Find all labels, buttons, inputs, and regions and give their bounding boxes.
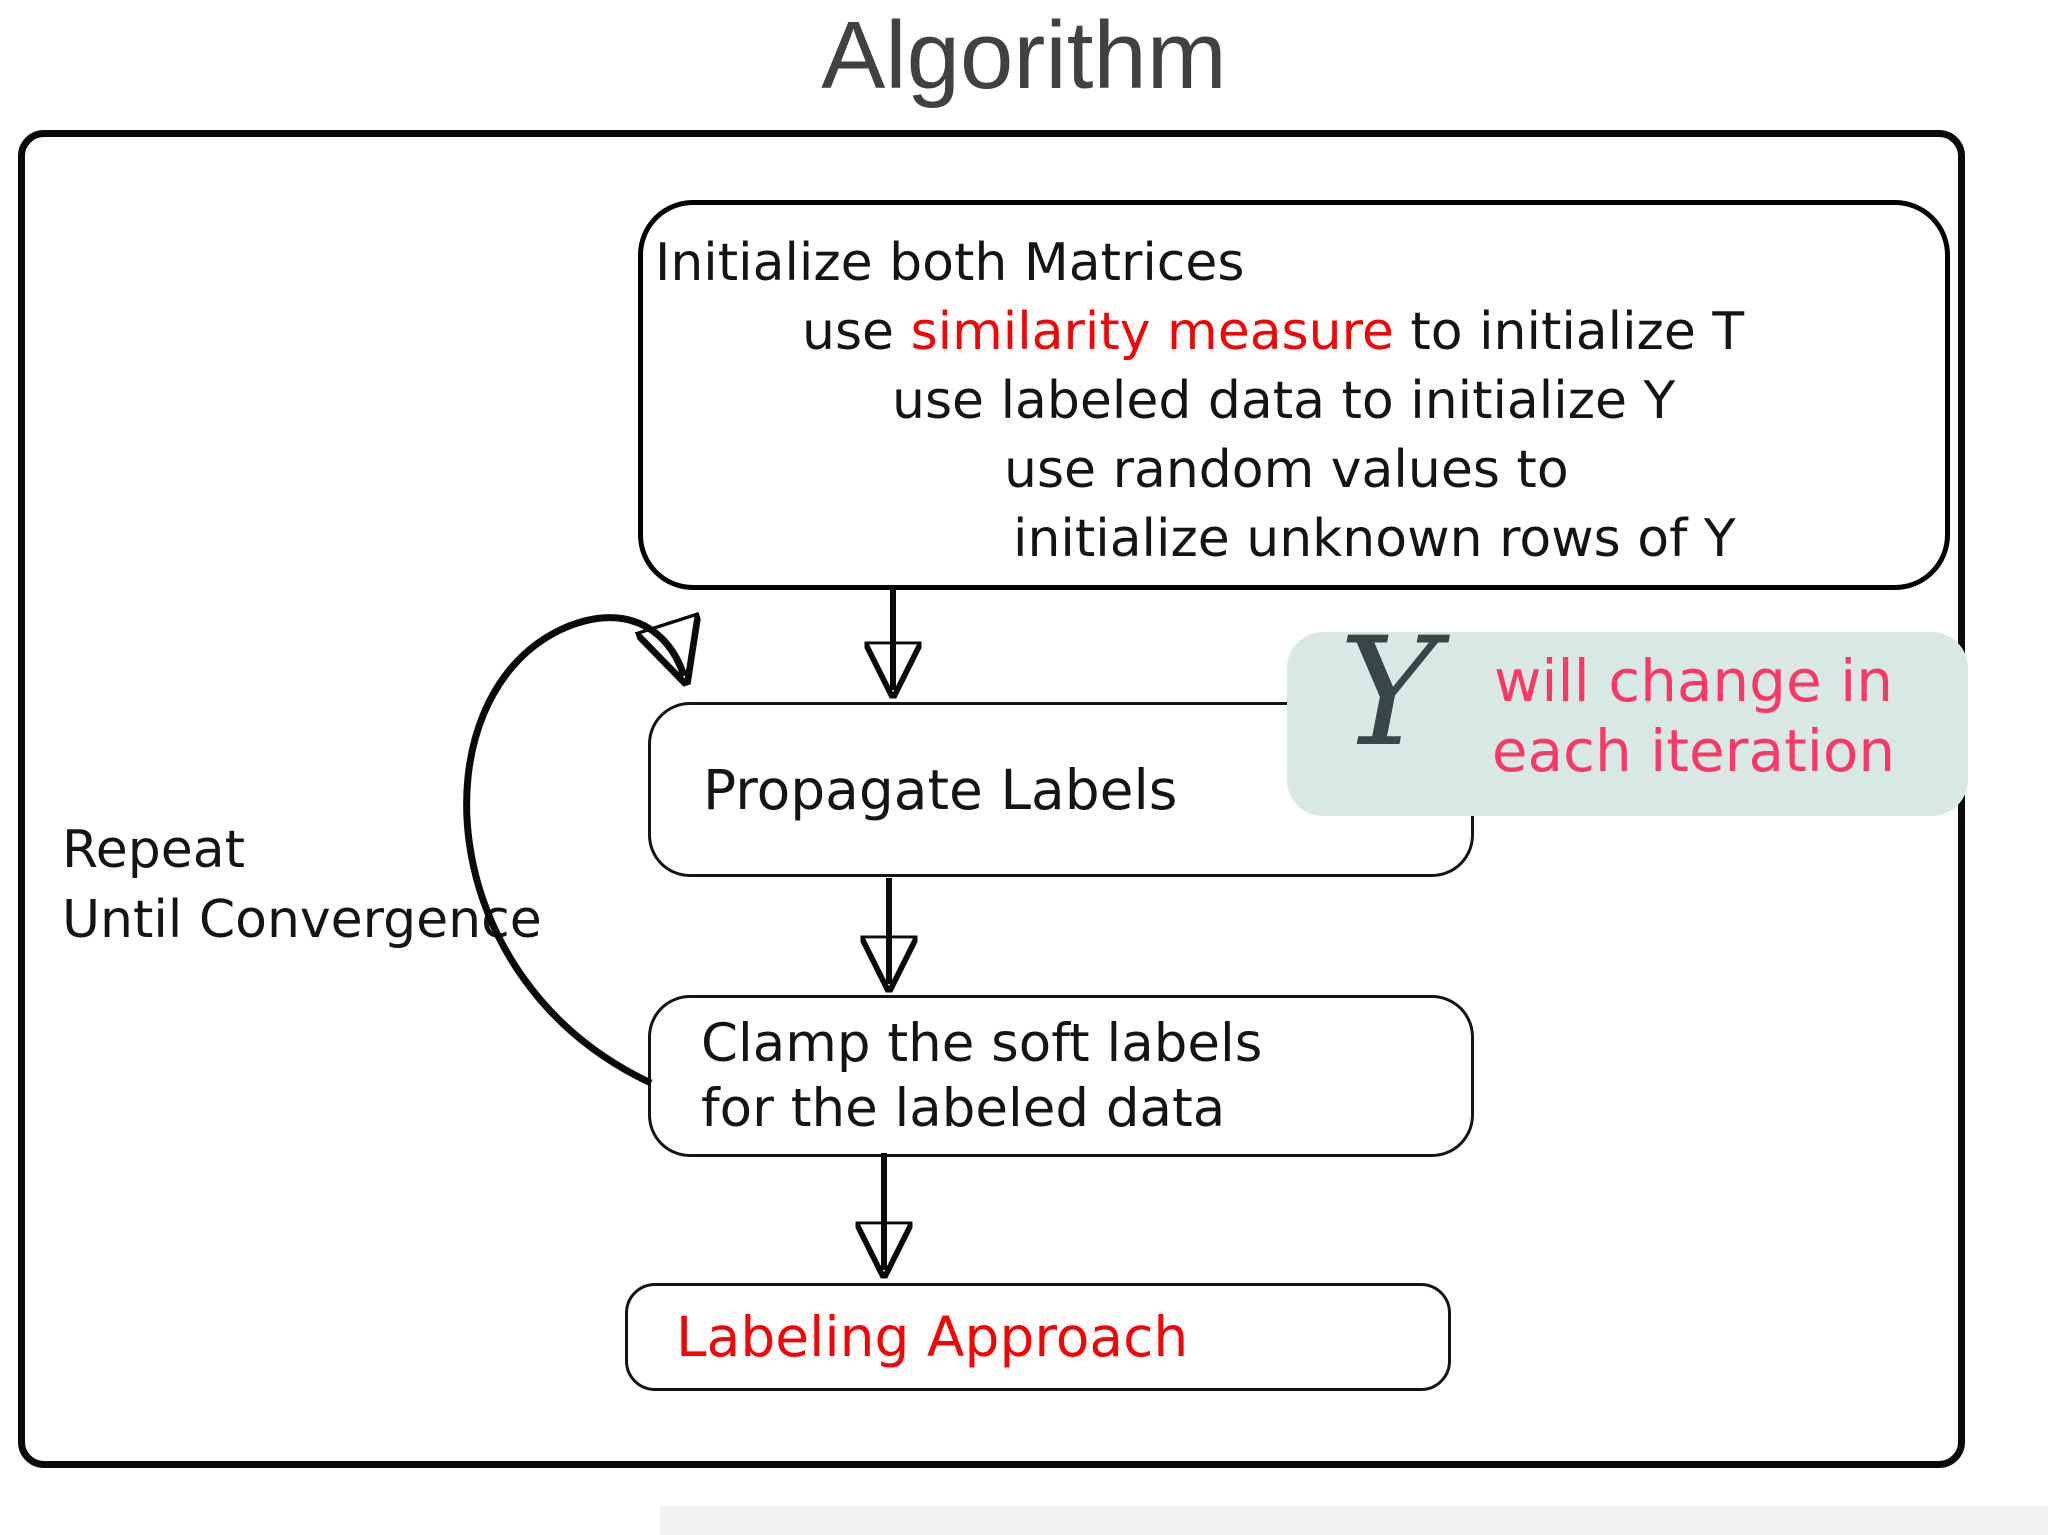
labeling-label: Labeling Approach <box>676 1305 1189 1369</box>
init-box: Initialize both Matrices use similarity … <box>638 200 1950 590</box>
repeat-label-line-1: Repeat <box>62 820 246 880</box>
init-line-2: use similarity measure to initialize T <box>802 298 1945 367</box>
callout-text-line-1: will change in <box>1494 647 1893 715</box>
labeling-box: Labeling Approach <box>625 1283 1451 1391</box>
clamp-box: Clamp the soft labels for the labeled da… <box>648 995 1474 1157</box>
similarity-measure-highlight: similarity measure <box>910 302 1394 362</box>
init-line-2-pre: use <box>802 302 911 362</box>
callout-text: will change in each iteration <box>1427 646 1960 786</box>
bottom-gray-band <box>660 1506 2048 1535</box>
clamp-line-1: Clamp the soft labels <box>701 1013 1263 1074</box>
init-line-4: use random values to <box>1004 440 1569 500</box>
init-line-3: use labeled data to initialize Y <box>892 371 1676 431</box>
propagate-label: Propagate Labels <box>703 757 1178 822</box>
repeat-label-line-2: Until Convergence <box>62 890 542 950</box>
repeat-until-convergence-label: Repeat Until Convergence <box>62 815 542 955</box>
clamp-line-2: for the labeled data <box>701 1078 1226 1139</box>
init-line-2-post: to initialize T <box>1393 302 1745 362</box>
init-line-5: initialize unknown rows of Y <box>1013 509 1736 569</box>
page-title: Algorithm <box>821 2 1227 109</box>
y-change-callout: Y will change in each iteration <box>1287 618 1968 816</box>
init-line-1: Initialize both Matrices <box>655 233 1245 293</box>
callout-y-symbol: Y <box>1339 606 1439 780</box>
callout-text-line-2: each iteration <box>1491 717 1896 785</box>
